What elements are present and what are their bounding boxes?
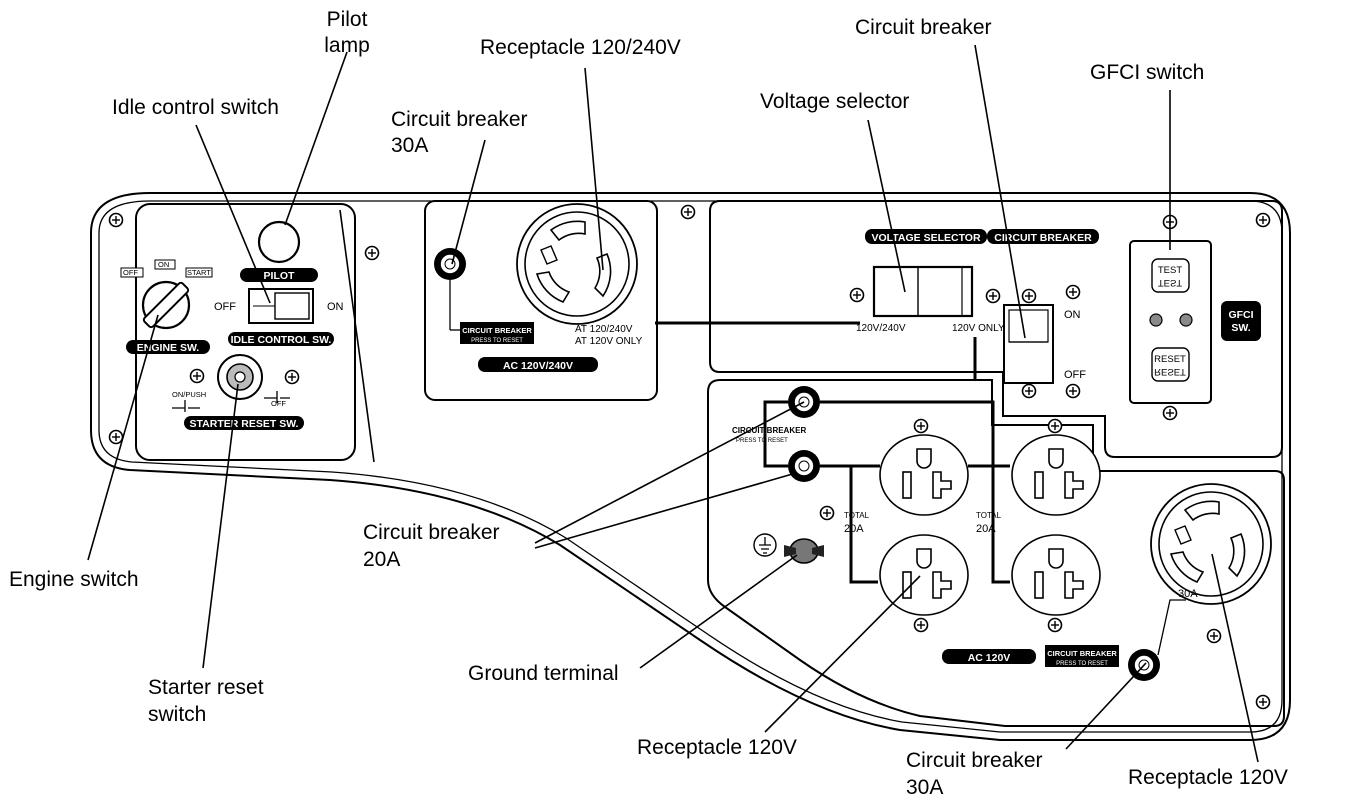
pilot-label: PILOT — [264, 270, 296, 282]
voltage-selector-switch[interactable] — [872, 265, 974, 318]
callout-circuit-breaker-top: Circuit breaker — [855, 16, 992, 39]
press-to-reset-20a: PRESS TO RESET — [736, 438, 788, 444]
callout-gfci-switch: GFCI switch — [1090, 61, 1204, 84]
ac-120-240-box — [424, 200, 658, 401]
callout-starter-reset-1: Starter reset — [148, 676, 264, 699]
gfci-test-label: TEST — [1158, 265, 1182, 276]
callout-cb30-top-1: Circuit breaker — [391, 108, 528, 131]
gfci-reset-label-mirrored: RESET — [1154, 366, 1186, 377]
ac-120-240-label: AC 120V/240V — [503, 360, 573, 372]
ground-terminal[interactable] — [784, 538, 824, 564]
at-120-only-label: AT 120V ONLY — [575, 336, 643, 347]
starter-label: STARTER RESET SW. — [190, 418, 299, 430]
callout-cb20-1: Circuit breaker — [363, 521, 500, 544]
total-right: TOTAL — [976, 511, 1002, 520]
idle-on-label: ON — [327, 301, 344, 313]
reset-off-label: OFF — [271, 399, 286, 408]
gfci-indicator-right — [1179, 313, 1193, 327]
cb-on-label: ON — [1064, 309, 1081, 321]
gfci-test-button[interactable] — [1151, 258, 1190, 293]
left-control-box — [135, 203, 356, 461]
callout-cb30-top-2: 30A — [391, 134, 428, 157]
callout-cb20-2: 20A — [363, 548, 400, 571]
callout-voltage-selector: Voltage selector — [760, 90, 909, 113]
engine-label: ENGINE SW. — [137, 342, 200, 354]
total-20a-right: 20A — [976, 523, 996, 535]
panel-inner-outline — [98, 200, 1283, 733]
total-20a-left: 20A — [844, 523, 864, 535]
cb-label-plate-bottom — [1045, 645, 1119, 667]
circuit-breaker-label: CIRCUIT BREAKER — [994, 232, 1092, 244]
callout-receptacle-120-240: Receptacle 120/240V — [480, 36, 681, 59]
voltage-selector-label: VOLTAGE SELECTOR — [871, 232, 981, 244]
ac-120-badge — [942, 649, 1036, 664]
idle-off-label: OFF — [214, 301, 236, 313]
gfci-sw-label-2: SW. — [1231, 322, 1250, 334]
callout-engine-switch: Engine switch — [9, 568, 139, 591]
voltage-selector-badge — [865, 229, 987, 244]
panel-outline — [90, 192, 1291, 741]
idle-label: IDLE CONTROL SW. — [231, 334, 332, 346]
callout-ground-terminal: Ground terminal — [468, 662, 619, 685]
gfci-test-label-mirrored: TEST — [1158, 277, 1182, 288]
at-120-240-label: AT 120/240V — [575, 324, 633, 335]
gfci-reset-label: RESET — [1154, 354, 1186, 365]
ac-120-240-badge — [478, 357, 598, 372]
cb-label-plate-top — [460, 322, 534, 344]
cb-label-top: CIRCUIT BREAKER — [462, 326, 532, 335]
top-right-box — [709, 200, 1283, 458]
amp-30a-label: 30A — [1178, 588, 1198, 600]
key-on-label: ON — [158, 260, 169, 269]
gfci-reset-button[interactable] — [1151, 347, 1190, 382]
ac-120-label: AC 120V — [968, 652, 1011, 664]
callout-receptacle-120-right: Receptacle 120V — [1128, 766, 1288, 789]
cb-label-bottom: CIRCUIT BREAKER — [1047, 649, 1117, 658]
pilot-lamp — [257, 220, 301, 264]
starter-label-badge — [184, 416, 304, 430]
key-off-label: OFF — [123, 268, 138, 277]
press-to-reset-bottom: PRESS TO RESET — [1056, 661, 1108, 667]
callout-cb30-bottom-1: Circuit breaker — [906, 749, 1043, 772]
callout-pilot-lamp-1: Pilot — [327, 8, 368, 31]
press-to-reset-top: PRESS TO RESET — [471, 338, 523, 344]
key-start-label: START — [187, 268, 211, 277]
gfci-sw-label-1: GFCI — [1228, 309, 1253, 321]
idle-label-badge — [228, 332, 334, 346]
on-push-label: ON/PUSH — [172, 390, 206, 399]
callout-cb30-bottom-2: 30A — [906, 776, 943, 799]
total-left: TOTAL — [844, 511, 870, 520]
callout-idle-control-switch: Idle control switch — [112, 96, 279, 119]
callout-starter-reset-2: switch — [148, 703, 206, 726]
gfci-sw-badge — [1221, 301, 1261, 341]
engine-label-badge — [126, 340, 210, 354]
idle-control-switch-rocker — [274, 292, 310, 320]
sel-120-only-label: 120V ONLY — [952, 323, 1005, 334]
circuit-breaker-badge — [987, 229, 1099, 244]
sel-120-240-label: 120V/240V — [856, 323, 906, 334]
gfci-indicator-left — [1149, 313, 1163, 327]
cb-label-20a: CIRCUIT BREAKER — [732, 426, 806, 435]
cb-off-label: OFF — [1064, 369, 1086, 381]
callout-receptacle-120-mid: Receptacle 120V — [637, 736, 797, 759]
callout-pilot-lamp-2: lamp — [324, 34, 370, 57]
